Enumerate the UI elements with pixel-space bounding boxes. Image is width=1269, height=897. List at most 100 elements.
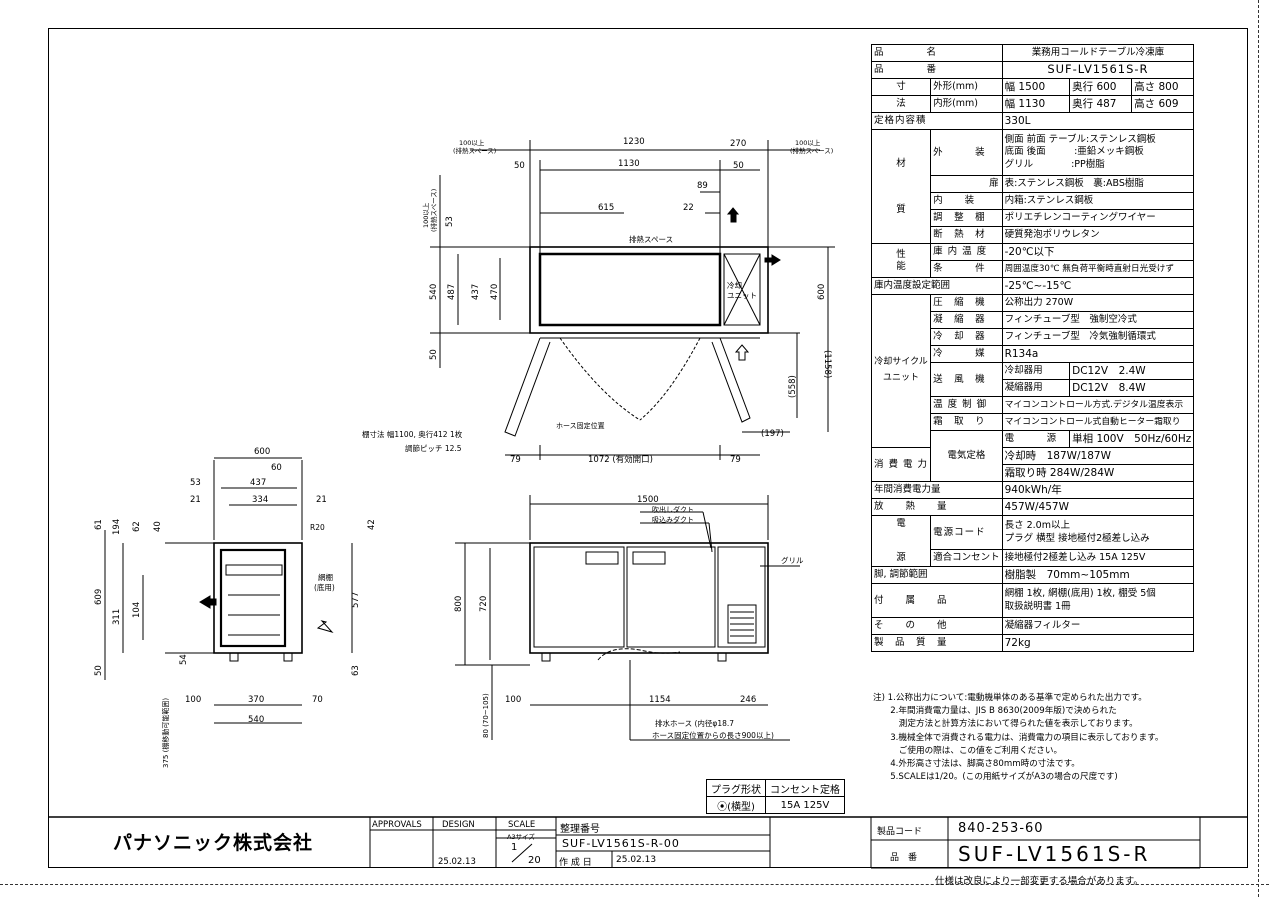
side-60: 60	[271, 463, 282, 473]
plug-rating: 15A 125V	[765, 796, 845, 814]
paper-size: A3サイズ	[507, 833, 535, 841]
dim-600: 600	[817, 284, 827, 300]
front-1154: 1154	[649, 695, 671, 705]
side-540: 540	[248, 715, 264, 725]
note-7: 5.SCALEは1/20。(この用紙サイズがA3の場合の尺度です)	[873, 772, 1118, 783]
dim-558: (558)	[788, 375, 798, 398]
dim-79-r: 79	[730, 455, 741, 465]
front-246: 246	[740, 695, 756, 705]
front-1500: 1500	[637, 495, 659, 505]
side-view: 600 60 437 334 53 21 21 R20 42 61 194 62…	[94, 447, 377, 768]
dim-437: 437	[471, 284, 481, 300]
code-label: 製品コード	[877, 827, 923, 837]
dim-53: 53	[445, 216, 455, 227]
dim-100-right: 100以上	[795, 138, 821, 147]
dim-22: 22	[683, 203, 694, 213]
side-100: 100	[185, 695, 201, 705]
dim-label-1: 寸	[870, 78, 932, 96]
side-600: 600	[254, 447, 270, 457]
front-label-outlet: 吹出しダクト	[652, 505, 694, 514]
created-date: 25.02.13	[616, 855, 657, 865]
dim-89: 89	[697, 181, 708, 191]
ref-label: 整理番号	[560, 824, 600, 835]
hose-fix-label: ホース固定位置	[556, 421, 605, 430]
note-2: 2.年間消費電力量は、JIS B 8630(2009年版)で決められた	[873, 706, 1117, 717]
dim-1230: 1230	[623, 137, 645, 147]
side-70: 70	[312, 695, 323, 705]
plug-shape: ⦿(横型)	[706, 796, 766, 814]
side-21-l: 21	[190, 495, 201, 505]
front-80: 80 (70~105)	[482, 693, 490, 738]
front-view: 1500 吹出しダクト 吸込みダクト グリル 800 720 100 1154 …	[454, 495, 804, 741]
side-311: 311	[112, 609, 122, 625]
dim-540: 540	[429, 284, 439, 300]
side-21-r: 21	[316, 495, 327, 505]
weight: 72kg	[1001, 634, 1195, 652]
dim-470: 470	[490, 284, 500, 300]
side-370: 370	[248, 695, 264, 705]
side-334: 334	[252, 495, 268, 505]
front-100: 100	[505, 695, 521, 705]
shelf-note: 棚寸法 幅1100, 奥行412 1枚	[362, 429, 463, 439]
note-3: 測定方法と計算方法において得られた値を表示しております。	[873, 719, 1138, 730]
weight-label: 製 品 質 量	[871, 634, 1003, 652]
note-1: 注) 1.公称出力について:電動機単体のある基準で定められた出力です。	[873, 693, 1147, 703]
acc-label: 付 属 品	[871, 583, 1003, 618]
side-62: 62	[132, 521, 142, 532]
dim-487: 487	[447, 284, 457, 300]
exhaust-top: (排熱スペース)	[429, 189, 438, 232]
plug-icon: ⦿	[717, 801, 728, 813]
side-577: 577	[351, 592, 361, 608]
design-label: DESIGN	[442, 820, 475, 830]
dim-79-l: 79	[510, 455, 521, 465]
dim-270: 270	[730, 139, 746, 149]
material-label: 材質	[870, 129, 932, 244]
dim-100-left: 100以上	[459, 138, 485, 147]
side-63: 63	[351, 665, 361, 676]
notes: 注) 1.公称出力について:電動機単体のある基準で定められた出力です。 2.年間…	[873, 692, 1203, 784]
dim-100-top: 100以上	[421, 202, 430, 228]
dim-50-r: 50	[733, 161, 744, 171]
scale-label: SCALE	[508, 820, 536, 830]
side-r20: R20	[310, 523, 325, 532]
unit-label-2: ユニット	[727, 291, 757, 300]
side-61: 61	[94, 519, 104, 530]
dim-50-side: 50	[429, 349, 439, 360]
exhaust-right: (排熱スペース)	[790, 146, 833, 155]
dim-615: 615	[598, 203, 614, 213]
side-42: 42	[367, 519, 377, 530]
scale-den: 20	[528, 855, 541, 866]
exhaust-left: (排熱スペース)	[453, 146, 496, 155]
note-4: 3.機械全体で消費される電力は、消費電力の項目に表示しております。	[873, 732, 1164, 743]
created-label: 作 成 日	[559, 858, 592, 868]
side-194: 194	[112, 519, 122, 535]
cord-side: 電源	[870, 515, 932, 567]
side-437: 437	[250, 478, 266, 488]
side-609: 609	[94, 589, 104, 605]
dim-50-l: 50	[514, 161, 525, 171]
drain-hose-label-2: ホース固定位置からの長さ900以上)	[652, 730, 774, 740]
title-model: SUF-LV1561S-R	[958, 842, 1151, 866]
exterior: 側面 前面 テーブル:ステンレス鋼板底面 後面 :亜鉛メッキ鋼板グリル :PP樹…	[1001, 129, 1195, 176]
unit-label: 冷却	[727, 280, 742, 290]
note-6: 4.外形高さ寸法は、脚高さ80mm時の寸法です。	[873, 759, 1080, 770]
exhaust-space-label: 排熱スペース	[629, 234, 673, 244]
side-40: 40	[153, 521, 163, 532]
product-code: 840-253-60	[958, 821, 1044, 836]
side-53: 53	[190, 478, 201, 488]
footer-note: 仕様は改良により一部変更する場合があります。	[935, 876, 1143, 887]
cycle-label: 冷却サイクルユニット	[870, 294, 932, 448]
drawing-sheet-border	[48, 28, 1248, 868]
front-label-grill: グリル	[781, 555, 804, 565]
side-50: 50	[94, 665, 104, 676]
shelf-pitch: 調節ピッチ 12.5	[405, 443, 462, 453]
note-5: ご使用の際は、この値をご利用ください。	[873, 745, 1063, 756]
consumption-label: 消 費 電 力	[870, 447, 932, 482]
dim-1130: 1130	[618, 159, 640, 169]
acc: 網棚 1枚, 網棚(底用) 1枚, 棚受 5個取扱説明書 1冊	[1001, 583, 1195, 618]
side-shelf: 網棚	[318, 572, 333, 582]
ref-number: SUF-LV1561S-R-00	[562, 837, 680, 850]
